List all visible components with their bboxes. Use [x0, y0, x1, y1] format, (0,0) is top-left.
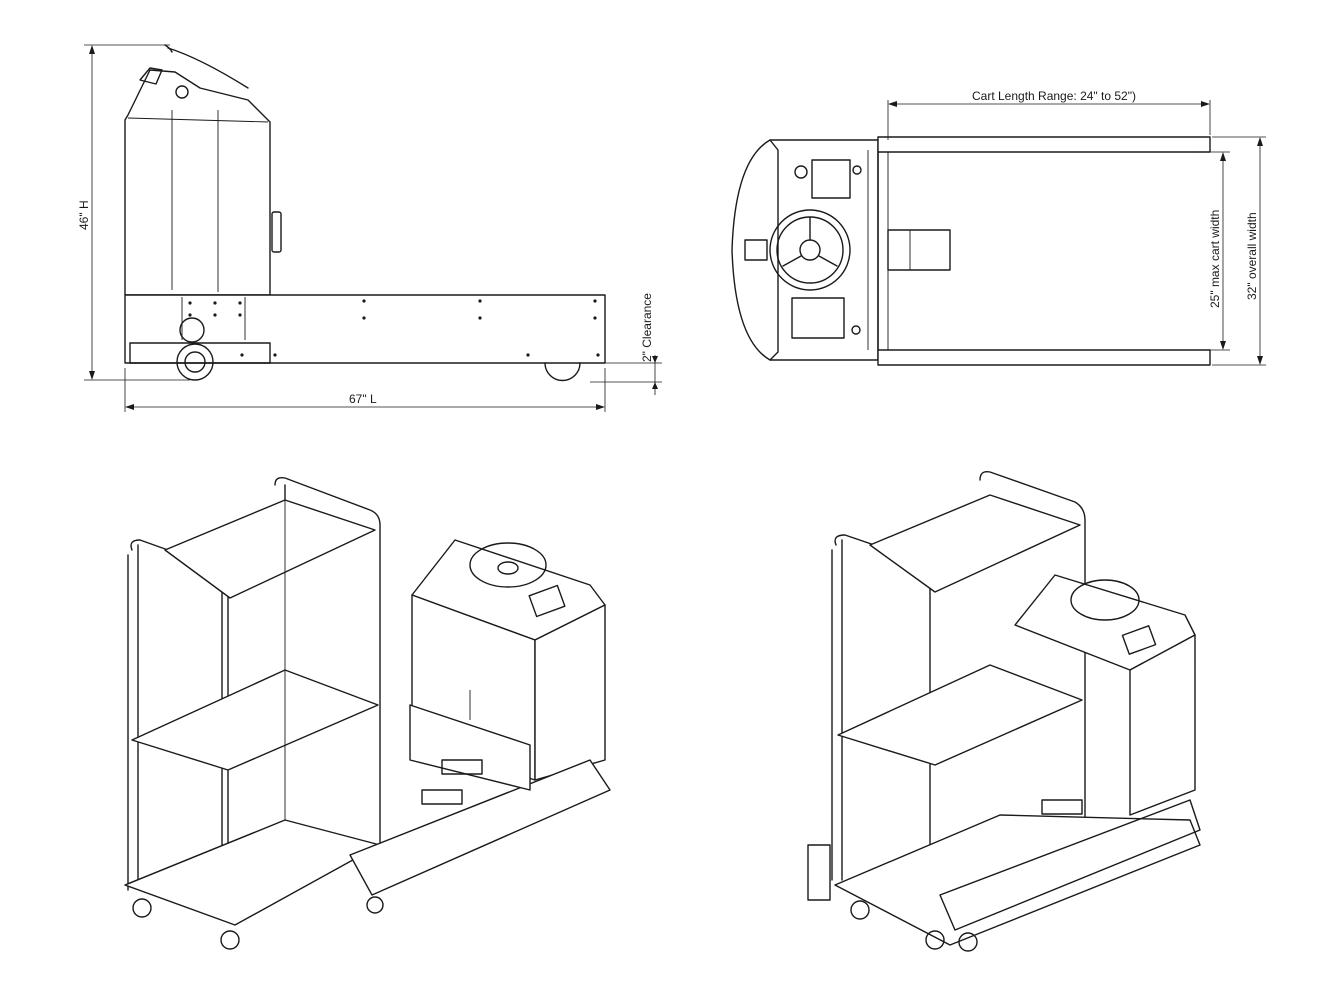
isometric-view-detached [124, 476, 611, 950]
length-dimension: 67" L [124, 368, 606, 412]
overall-width-dimension: 32" overall width [1212, 136, 1266, 366]
isometric-view-attached [807, 470, 1201, 952]
cart-length-dimension: Cart Length Range: 24" to 52") [887, 89, 1211, 140]
clearance-label: 2" Clearance [640, 293, 654, 362]
height-dimension: 46" H [77, 44, 190, 381]
height-label: 46" H [77, 200, 91, 230]
max-cart-width-label: 25" max cart width [1208, 210, 1222, 308]
side-view: 46" H 67" L 2" Clearance [77, 44, 662, 412]
overall-width-label: 32" overall width [1245, 212, 1259, 300]
top-view: Cart Length Range: 24" to 52") 25" max c… [731, 89, 1266, 366]
bolt-pattern [188, 299, 600, 357]
max-cart-width-dimension: 25" max cart width [1195, 151, 1230, 351]
clearance-dimension: 2" Clearance [590, 293, 662, 395]
length-label: 67" L [349, 392, 377, 406]
cart-length-label: Cart Length Range: 24" to 52") [972, 89, 1136, 103]
